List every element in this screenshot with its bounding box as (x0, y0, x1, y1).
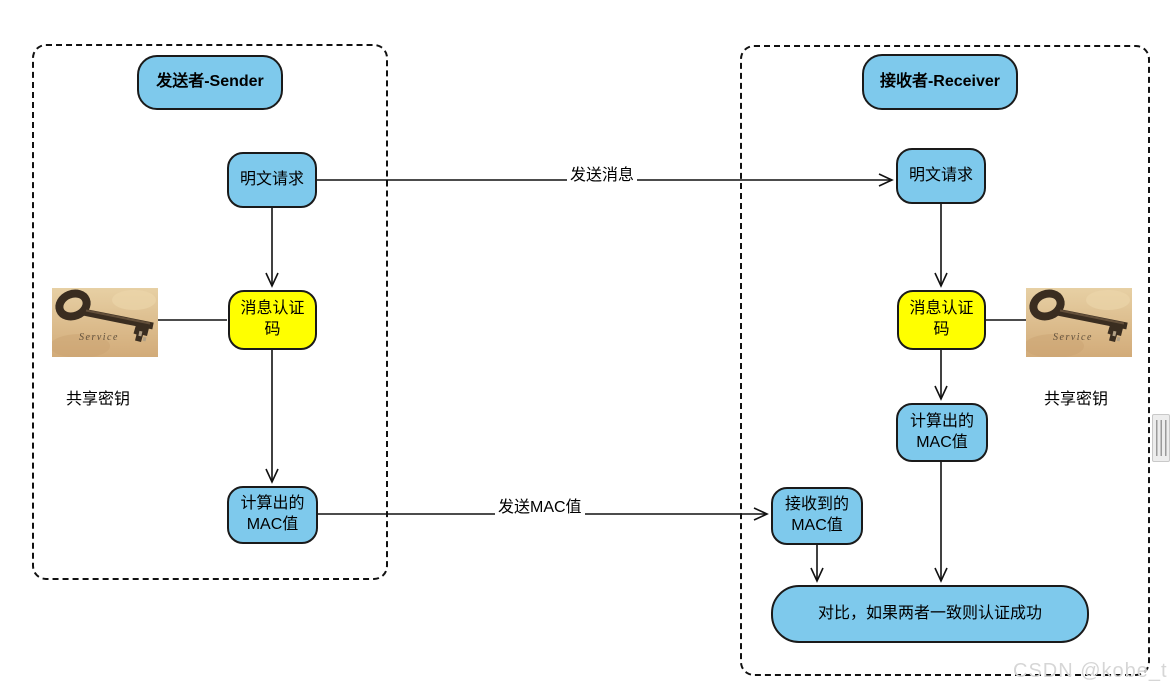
receiver-title-node: 接收者-Receiver (862, 54, 1018, 110)
sender-mac-code-node: 消息认证码 (228, 290, 317, 350)
send-message-edge-label: 发送消息 (567, 161, 638, 185)
receiver-computed-mac-node: 计算出的MAC值 (896, 403, 988, 462)
key-service-text: Service (79, 332, 119, 343)
sender-plaintext-node: 明文请求 (227, 152, 317, 208)
shared-key-caption: 共享密钥 (66, 391, 131, 408)
key-service-text: Service (1053, 332, 1093, 343)
sender-computed-mac-node: 计算出的MAC值 (227, 486, 318, 544)
sender-title-node: 发送者-Sender (137, 55, 283, 110)
receiver-mac-code-node: 消息认证码 (897, 290, 986, 350)
scrollbar-grip[interactable] (1152, 414, 1170, 462)
compare-result-node: 对比，如果两者一致则认证成功 (771, 585, 1089, 643)
key-icon: Service (52, 288, 158, 357)
watermark-text: CSDN @kobe_t (1013, 660, 1168, 682)
grip-lines-icon (1155, 420, 1167, 456)
key-icon: Service (1026, 288, 1132, 357)
shared-key-image: Service (1026, 288, 1132, 357)
received-mac-node: 接收到的MAC值 (771, 487, 863, 545)
shared-key-image: Service (52, 288, 158, 357)
send-mac-edge-label: 发送MAC值 (495, 493, 585, 517)
receiver-container (740, 45, 1150, 676)
shared-key-caption: 共享密钥 (1044, 391, 1109, 408)
receiver-plaintext-node: 明文请求 (896, 148, 986, 204)
sender-container (32, 44, 388, 580)
